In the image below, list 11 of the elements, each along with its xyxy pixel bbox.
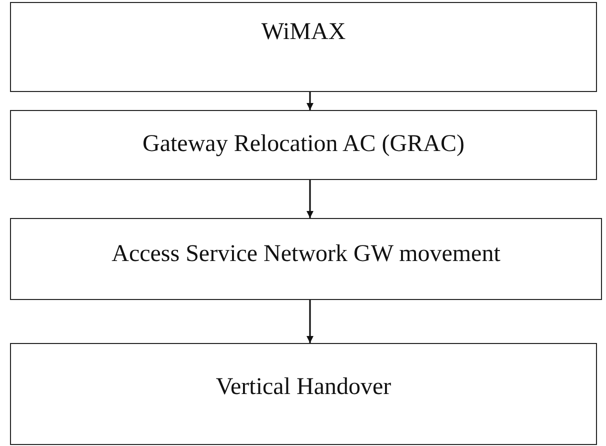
box-label: WiMAX: [260, 19, 347, 46]
arrow: [306, 300, 314, 343]
box-label: Gateway Relocation AC (GRAC): [142, 131, 466, 158]
process-box: [10, 2, 597, 92]
box-label: Access Service Network GW movement: [110, 241, 502, 268]
process-box: [10, 218, 602, 300]
box-label: Vertical Handover: [214, 374, 392, 401]
process-box: [10, 343, 597, 445]
process-box: [10, 110, 597, 180]
arrow: [306, 180, 314, 218]
arrow: [306, 92, 314, 110]
